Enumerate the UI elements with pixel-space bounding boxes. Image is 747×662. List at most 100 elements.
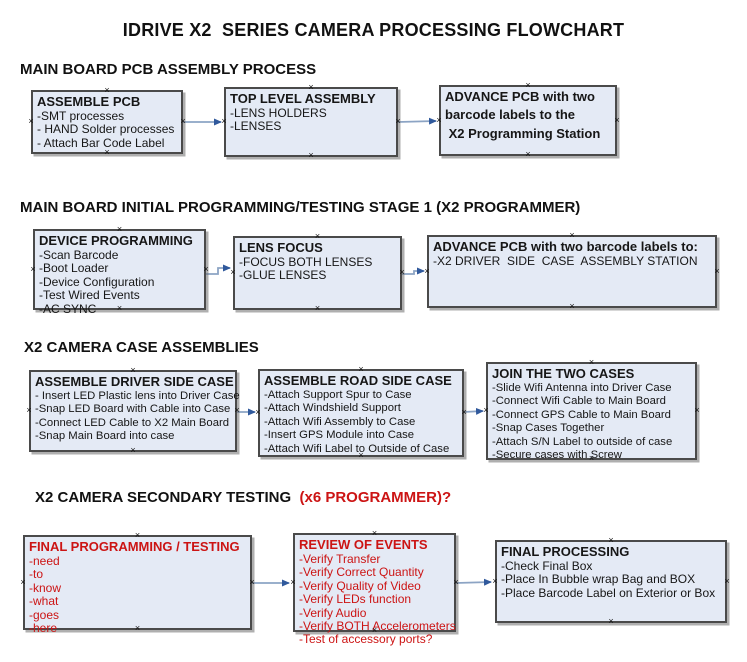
connector-anchor-icon: × [230, 267, 236, 277]
connector-anchor-icon: × [28, 116, 34, 126]
flow-arrow [206, 264, 231, 275]
box-line: - Insert LED Plastic lens into Driver Ca… [35, 390, 240, 402]
flow-box-advance-pcb-with-two-barcode-labels-to: ADVANCE PCB with two barcode labels to:-… [424, 230, 719, 311]
box-title: ASSEMBLE DRIVER SIDE CASE [35, 374, 234, 389]
connector-anchor-icon: × [371, 528, 378, 538]
flow-arrow [455, 578, 492, 586]
box-line: -goes [29, 607, 60, 622]
box-line: -Slide Wifi Antenna into Driver Case [492, 382, 672, 394]
box-line: -LENS HOLDERS [230, 106, 327, 120]
box-title: TOP LEVEL ASSEMBLY [230, 91, 376, 106]
box-line: -Connect LED Cable to X2 Main Board [35, 416, 230, 429]
connector-anchor-icon: × [461, 407, 467, 417]
box-title: ASSEMBLE ROAD SIDE CASE [264, 373, 452, 388]
flow-arrow [397, 117, 437, 125]
box-line: -AC SYNC [39, 301, 97, 316]
box-line: -Attach S/N Label to outside of case [492, 435, 673, 448]
box-line: -Secure cases with Screw [492, 449, 622, 462]
box-line: -Verify Transfer [299, 552, 381, 566]
box-line: -GLUE LENSES [239, 268, 327, 283]
connector-anchor-icon: × [134, 530, 141, 540]
box-title: FINAL PROCESSING [501, 544, 630, 559]
box-line: -Verify LEDs function [299, 592, 412, 607]
box-line: -Snap Main Board into case [35, 430, 175, 443]
section-heading-main-board-pcb-assembly-process: MAIN BOARD PCB ASSEMBLY PROCESS [20, 61, 316, 78]
flow-box-assemble-road-side-case: ASSEMBLE ROAD SIDE CASE-Attach Support S… [255, 365, 466, 460]
flow-box-top-level-assembly: TOP LEVEL ASSEMBLY-LENS HOLDERS-LENSES××… [221, 82, 400, 160]
box-line: -Boot Loader [39, 261, 109, 276]
flow-arrow [402, 267, 425, 275]
box-title: ADVANCE PCB with two barcode labels to: [433, 239, 698, 254]
connector-anchor-icon: × [525, 149, 531, 159]
connector-anchor-icon: × [569, 230, 575, 240]
box-line: -LENSES [230, 119, 282, 134]
flow-box-assemble-driver-side-case: ASSEMBLE DRIVER SIDE CASE- Insert LED Pl… [26, 365, 240, 455]
connector-anchor-icon: × [569, 301, 575, 311]
connector-anchor-icon: × [436, 114, 442, 125]
section-heading-suffix: (x6 PROGRAMMER)? [299, 489, 452, 506]
box-title: FINAL PROGRAMMING / TESTING [29, 539, 240, 554]
section-heading-text: MAIN BOARD INITIAL PROGRAMMING/TESTING S… [20, 199, 581, 216]
page-title: IDRIVE X2 SERIES CAMERA PROCESSING FLOWC… [122, 20, 625, 40]
box-line: -here [29, 621, 58, 636]
box-line: -Verify BOTH Accelerometers [299, 619, 456, 634]
connector-anchor-icon: × [130, 445, 136, 455]
connector-anchor-icon: × [221, 116, 227, 126]
box-line: -Attach Wifi Assembly to Case [264, 415, 416, 428]
box-line: -X2 DRIVER SIDE CASE ASSEMBLY STATION [433, 254, 698, 268]
connector-anchor-icon: × [314, 231, 321, 241]
flow-box-advance-pcb-with-two: ADVANCE PCB with two barcode labels to th… [436, 81, 619, 159]
flow-box-join-the-two-cases: JOIN THE TWO CASES-Slide Wifi Antenna in… [483, 357, 699, 463]
box-line: -Connect GPS Cable to Main Board [492, 408, 671, 421]
connector-anchor-icon: × [724, 575, 730, 586]
section-heading-x2-camera-secondary-testing: X2 CAMERA SECONDARY TESTING (x6 PROGRAMM… [35, 489, 451, 506]
box-line: -Verify Correct Quantity [299, 565, 424, 580]
box-line: -what [29, 594, 59, 609]
box-title: DEVICE PROGRAMMING [39, 233, 193, 248]
box-line: -Insert GPS Module into Case [264, 429, 415, 442]
box-title: ASSEMBLE PCB [37, 94, 141, 109]
connector-anchor-icon: × [130, 365, 136, 375]
connector-anchor-icon: × [308, 82, 314, 92]
flow-arrow [463, 407, 484, 415]
box-line: -Snap Cases Together [492, 422, 605, 435]
connector-anchor-icon: × [104, 85, 110, 95]
connector-anchor-icon: × [588, 357, 595, 367]
section-heading-text: X2 CAMERA SECONDARY TESTING [35, 489, 300, 506]
connector-anchor-icon: × [234, 405, 240, 415]
box-line: -know [29, 580, 62, 595]
connector-anchor-icon: × [26, 405, 32, 415]
connector-anchor-icon: × [424, 265, 430, 276]
connector-anchor-icon: × [255, 407, 261, 417]
connector-anchor-icon: × [492, 575, 498, 586]
connector-anchor-icon: × [608, 535, 614, 545]
connector-anchor-icon: × [180, 116, 186, 126]
box-line: barcode labels to the [445, 107, 576, 122]
connector-anchor-icon: × [30, 263, 36, 274]
box-line: -need [29, 554, 60, 568]
section-heading-text: MAIN BOARD PCB ASSEMBLY PROCESS [20, 61, 317, 78]
box-line: -Verify Audio [299, 605, 367, 620]
connector-anchor-icon: × [20, 576, 26, 587]
section-heading-main-board-initial-programming-testing-stage-1-x2-programmer: MAIN BOARD INITIAL PROGRAMMING/TESTING S… [20, 199, 580, 216]
connector-anchor-icon: × [714, 265, 720, 276]
box-line: -Attach Wifi Label to Outside of Case [264, 442, 450, 455]
section-heading-text: X2 CAMERA CASE ASSEMBLIES [24, 339, 259, 356]
box-line: -SMT processes [37, 109, 125, 123]
box-line: -Attach Support Spur to Case [264, 389, 412, 401]
box-title: LENS FOCUS [239, 240, 323, 255]
connector-anchor-icon: × [483, 405, 489, 415]
connector-anchor-icon: × [308, 150, 314, 160]
connector-anchor-icon: × [203, 263, 209, 274]
connector-anchor-icon: × [608, 616, 614, 626]
connector-anchor-icon: × [694, 405, 700, 415]
flow-box-assemble-pcb: ASSEMBLE PCB-SMT processes- HAND Solder … [28, 85, 185, 157]
box-line: -Attach Windshield Support [264, 402, 401, 415]
flow-box-review-of-events: REVIEW OF EVENTS-Verify Transfer-Verify … [290, 528, 458, 647]
flow-box-final-programming-testing: FINAL PROGRAMMING / TESTING-need-to-know… [20, 530, 254, 635]
box-line: -Scan Barcode [39, 248, 119, 262]
box-title: ADVANCE PCB with two [445, 89, 595, 104]
box-title: REVIEW OF EVENTS [299, 537, 428, 552]
flow-box-final-processing: FINAL PROCESSING-Check Final Box-Place I… [492, 535, 729, 626]
